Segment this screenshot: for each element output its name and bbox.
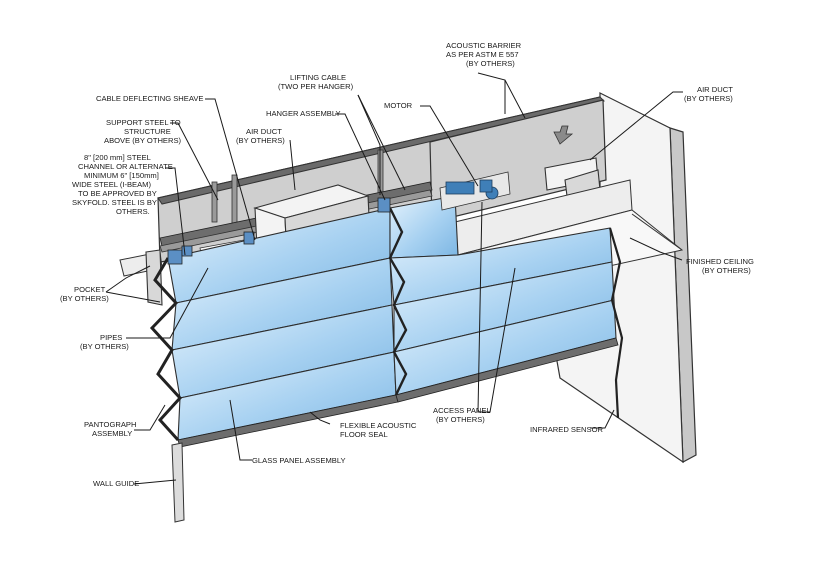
glass-panel-assembly-right (389, 195, 617, 396)
label-line: AS PER ASTM E 557 (446, 50, 519, 59)
label-line: MOTOR (384, 101, 413, 110)
label-access-panel: ACCESS PANEL (BY OTHERS) (433, 406, 491, 424)
wall-guide (171, 442, 185, 523)
label-steel-channel: 8" [200 mm] STEEL CHANNEL OR ALTERNATE M… (72, 153, 173, 216)
label-line: 8" [200 mm] STEEL (84, 153, 151, 162)
label-line: (BY OTHERS) (236, 136, 285, 145)
label-pipes: PIPES (BY OTHERS) (80, 333, 129, 351)
label-line: WIDE STEEL (I-BEAM) (72, 180, 152, 189)
label-line: PANTOGRAPH (84, 420, 136, 429)
label-line: TO BE APPROVED BY (78, 189, 157, 198)
label-line: ABOVE (BY OTHERS) (104, 136, 182, 145)
label-line: (BY OTHERS) (436, 415, 485, 424)
label-pantograph: PANTOGRAPH ASSEMBLY (84, 420, 136, 438)
label-line: (BY OTHERS) (684, 94, 733, 103)
label-line: (BY OTHERS) (466, 59, 515, 68)
label-cable-sheave: CABLE DEFLECTING SHEAVE (96, 94, 203, 103)
label-line: HANGER ASSEMBLY (266, 109, 341, 118)
label-line: SUPPORT STEEL TO (106, 118, 181, 127)
label-line: OTHERS. (116, 207, 150, 216)
label-wall-guide: WALL GUIDE (93, 479, 139, 488)
label-lifting-cable: LIFTING CABLE (TWO PER HANGER) (278, 73, 354, 91)
label-line: INFRARED SENSOR (530, 425, 604, 434)
pocket (119, 249, 163, 306)
label-line: POCKET (74, 285, 106, 294)
label-air-duct-right: AIR DUCT (BY OTHERS) (684, 85, 733, 103)
label-infrared-sensor: INFRARED SENSOR (530, 425, 604, 434)
label-line: (TWO PER HANGER) (278, 82, 354, 91)
label-line: FLOOR SEAL (340, 430, 388, 439)
label-line: (BY OTHERS) (80, 342, 129, 351)
pantograph-assembly (149, 207, 624, 442)
label-line: STRUCTURE (124, 127, 171, 136)
label-line: AIR DUCT (697, 85, 733, 94)
label-line: WALL GUIDE (93, 479, 139, 488)
label-line: LIFTING CABLE (290, 73, 346, 82)
label-line: ASSEMBLY (92, 429, 132, 438)
label-line: (BY OTHERS) (60, 294, 109, 303)
label-line: PIPES (100, 333, 122, 342)
motor-unit (439, 171, 511, 211)
leader-lines (105, 72, 683, 485)
label-line: CHANNEL OR ALTERNATE (78, 162, 173, 171)
label-line: ACOUSTIC BARRIER (446, 41, 522, 50)
label-line: (BY OTHERS) (702, 266, 751, 275)
label-pocket: POCKET (BY OTHERS) (60, 285, 109, 303)
label-line: ACCESS PANEL (433, 406, 491, 415)
label-air-duct-left: AIR DUCT (BY OTHERS) (236, 127, 285, 145)
label-floor-seal: FLEXIBLE ACOUSTIC FLOOR SEAL (340, 421, 417, 439)
label-line: FLEXIBLE ACOUSTIC (340, 421, 417, 430)
label-line: FINISHED CEILING (686, 257, 754, 266)
hanger-assembly (167, 197, 391, 265)
down-arrow-icon (553, 125, 574, 145)
glass-panel-assembly-left (167, 207, 397, 441)
label-glass-panel: GLASS PANEL ASSEMBLY (252, 456, 346, 465)
label-line: GLASS PANEL ASSEMBLY (252, 456, 346, 465)
label-acoustic-barrier: ACOUSTIC BARRIER AS PER ASTM E 557 (BY O… (446, 41, 522, 68)
label-line: CABLE DEFLECTING SHEAVE (96, 94, 203, 103)
label-hanger-assembly: HANGER ASSEMBLY (266, 109, 341, 118)
label-motor: MOTOR (384, 101, 413, 110)
label-support-steel: SUPPORT STEEL TO STRUCTURE ABOVE (BY OTH… (104, 118, 182, 145)
label-line: AIR DUCT (246, 127, 282, 136)
label-line: SKYFOLD. STEEL IS BY (72, 198, 157, 207)
label-finished-ceiling: FINISHED CEILING (BY OTHERS) (686, 257, 754, 275)
label-line: MINIMUM 6" [150mm] (84, 171, 159, 180)
floor-seal (177, 337, 619, 448)
